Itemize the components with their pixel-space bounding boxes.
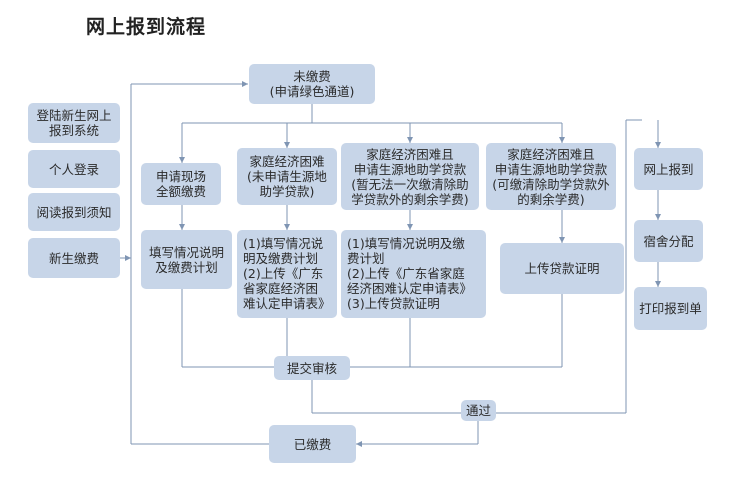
print-report-node: 打印报到单 [634, 287, 707, 330]
online-report-node: 网上报到 [634, 148, 703, 190]
personal-login-node: 个人登录 [28, 150, 120, 188]
login-system-node: 登陆新生网上 报到系统 [28, 103, 120, 143]
fill-plan-node: 填写情况说明 及缴费计划 [141, 230, 232, 289]
submit-review-node: 提交审核 [274, 356, 350, 380]
hardship-loan-partial-node: 家庭经济困难且 申请生源地助学贷款 (暂无法一次缴清除助 学贷款外的剩余学费) [341, 143, 479, 210]
steps-no-loan-node: (1)填写情况说 明及缴费计划 (2)上传《广东 省家庭经济困 难认定申请表》 [237, 230, 337, 318]
paid-node: 已缴费 [269, 425, 356, 463]
hardship-no-loan-node: 家庭经济困难 (未申请生源地 助学贷款) [237, 148, 337, 205]
dorm-assign-node: 宿舍分配 [634, 220, 703, 262]
hardship-loan-full-node: 家庭经济困难且 申请生源地助学贷款 (可缴清除助学贷款外 的剩余学费) [486, 143, 616, 210]
passed-node: 通过 [461, 400, 496, 421]
read-notice-node: 阅读报到须知 [28, 193, 120, 231]
unpaid-node: 未缴费 (申请绿色通道) [249, 64, 375, 104]
upload-loan-proof-node: 上传贷款证明 [500, 243, 624, 294]
apply-full-payment-node: 申请现场 全额缴费 [141, 163, 221, 205]
new-student-pay-node: 新生缴费 [28, 238, 120, 278]
page-title: 网上报到流程 [86, 16, 207, 38]
steps-loan-partial-node: (1)填写情况说明及缴 费计划 (2)上传《广东省家庭 经济困难认定申请表》 (… [341, 230, 486, 318]
